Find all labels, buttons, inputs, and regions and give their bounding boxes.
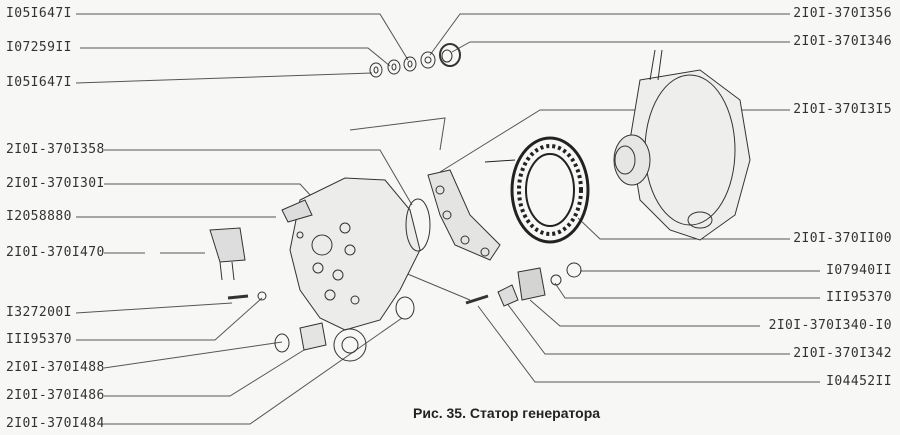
stator — [485, 138, 588, 242]
oring-and-rectifier — [406, 170, 500, 260]
part-label-right-1: 2I0I-370I356 — [793, 6, 892, 21]
part-label-left-3: I05I647I — [6, 75, 72, 90]
part-label-right-4: 2I0I-370II00 — [793, 231, 892, 246]
part-label-right-9: I04452II — [826, 374, 892, 389]
part-label-right-7: 2I0I-370I340-I0 — [768, 318, 892, 333]
brush-holder-and-small-parts — [210, 228, 581, 352]
figure-caption: Рис. 35. Статор генератора — [413, 405, 601, 421]
washers — [370, 44, 460, 77]
part-label-left-4: 2I0I-370I358 — [6, 142, 105, 157]
part-label-left-7: 2I0I-370I470 — [6, 245, 105, 260]
part-label-left-6: I2058880 — [6, 209, 72, 224]
part-label-left-11: 2I0I-370I486 — [6, 388, 105, 403]
part-label-left-2: I07259II — [6, 40, 72, 55]
part-label-right-6: III95370 — [826, 290, 892, 305]
generator-assembly — [614, 50, 750, 240]
part-label-right-5: I07940II — [826, 263, 892, 278]
part-label-left-1: I05I647I — [6, 6, 72, 21]
part-label-left-12: 2I0I-370I484 — [6, 416, 105, 431]
part-label-right-8: 2I0I-370I342 — [793, 346, 892, 361]
part-label-left-8: I327200I — [6, 305, 72, 320]
part-label-right-2: 2I0I-370I346 — [793, 34, 892, 49]
part-label-right-3: 2I0I-370I3I5 — [793, 102, 892, 117]
part-label-left-10: 2I0I-370I488 — [6, 360, 105, 375]
part-label-left-5: 2I0I-370I30I — [6, 176, 105, 191]
part-label-left-9: III95370 — [6, 332, 72, 347]
rear-housing — [282, 178, 420, 361]
